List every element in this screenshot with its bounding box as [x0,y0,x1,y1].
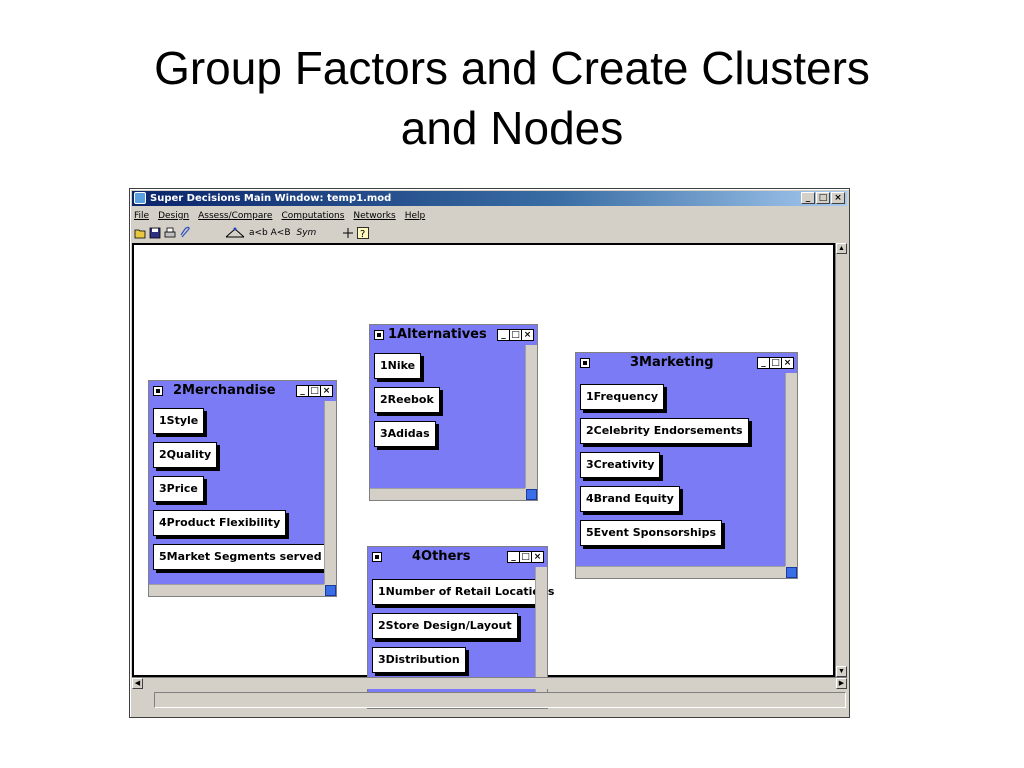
save-disk-icon[interactable] [149,227,161,239]
node-market-segments[interactable]: 5Market Segments served [153,544,328,570]
cluster-titlebar[interactable]: 1Alternatives _ □ × [370,325,537,345]
window-titlebar[interactable]: Super Decisions Main Window: temp1.mod _… [132,191,847,206]
cluster-vertical-scrollbar[interactable] [525,345,537,488]
scroll-left-arrow-icon[interactable]: ◀ [132,678,143,689]
cluster-name: 1Alternatives [388,327,487,342]
cluster-vertical-scrollbar[interactable] [324,401,336,584]
cluster-name: 2Merchandise [173,383,276,398]
cluster-horizontal-scrollbar[interactable] [149,584,324,596]
cluster-body: 1Frequency 2Celebrity Endorsements 3Crea… [576,373,785,566]
cluster-minimize-button[interactable]: _ [497,329,510,341]
cluster-resize-handle[interactable] [786,567,797,578]
node-creativity[interactable]: 3Creativity [580,452,661,478]
minimize-button[interactable]: _ [801,192,815,204]
paperclip-icon[interactable] [179,226,191,239]
svg-text:?: ? [360,229,365,240]
open-folder-icon[interactable] [134,227,146,239]
slide-title: Group Factors and Create Clusters and No… [0,38,1024,158]
cluster-maximize-button[interactable]: □ [509,329,522,341]
cluster-maximize-button[interactable]: □ [519,551,532,563]
canvas-vertical-scrollbar[interactable]: ▲ ▼ [835,243,847,677]
menu-bar: File Design Assess/Compare Computations … [134,209,425,223]
cluster-resize-handle[interactable] [325,585,336,596]
cluster-name: 3Marketing [630,355,714,370]
cluster-menu-icon[interactable] [372,552,382,562]
menu-design[interactable]: Design [158,211,190,221]
network-canvas[interactable]: 2Merchandise _ □ × 1Style 2Quality 3Pric… [132,243,835,709]
window-controls: _ □ × [801,192,845,204]
node-frequency[interactable]: 1Frequency [580,384,665,410]
maximize-button[interactable]: □ [816,192,830,204]
cluster-controls: _ □ × [497,329,534,341]
arrow-tool-icon[interactable] [342,227,354,239]
menu-assess-compare[interactable]: Assess/Compare [198,211,273,221]
cluster-titlebar[interactable]: 4Others _ □ × [368,547,547,567]
node-distribution[interactable]: 3Distribution [372,647,466,673]
node-number-of-retail-locations[interactable]: 1Number of Retail Locations [372,579,554,605]
canvas-horizontal-scrollbar[interactable]: ◀ ▶ [132,677,847,689]
network-link-icon[interactable] [224,227,246,239]
main-window: Super Decisions Main Window: temp1.mod _… [129,188,850,718]
scroll-up-arrow-icon[interactable]: ▲ [836,243,847,254]
cluster-body: 1Number of Retail Locations 2Store Desig… [368,567,554,696]
node-adidas[interactable]: 3Adidas [374,421,436,447]
cluster-body: 1Nike 2Reebok 3Adidas [370,345,525,488]
cluster-close-button[interactable]: × [521,329,534,341]
node-product-flexibility[interactable]: 4Product Flexibility [153,510,287,536]
node-style[interactable]: 1Style [153,408,205,434]
cluster-name: 4Others [412,549,471,564]
cluster-resize-handle[interactable] [526,489,537,500]
cluster-horizontal-scrollbar[interactable] [370,488,525,500]
cluster-marketing[interactable]: 3Marketing _ □ × 1Frequency 2Celebrity E… [575,352,798,579]
cluster-menu-icon[interactable] [374,330,384,340]
cluster-menu-icon[interactable] [153,386,163,396]
cluster-menu-icon[interactable] [580,358,590,368]
symmetry-text[interactable]: Sym [296,228,317,238]
node-celebrity-endorsements[interactable]: 2Celebrity Endorsements [580,418,749,444]
cluster-titlebar[interactable]: 2Merchandise _ □ × [149,381,336,401]
menu-help[interactable]: Help [404,211,426,221]
print-icon[interactable] [164,227,176,239]
scroll-right-arrow-icon[interactable]: ▶ [836,678,847,689]
cluster-close-button[interactable]: × [531,551,544,563]
node-quality[interactable]: 2Quality [153,442,218,468]
cluster-horizontal-scrollbar[interactable] [576,566,785,578]
window-title: Super Decisions Main Window: temp1.mod [150,193,392,204]
menu-file[interactable]: File [134,211,150,221]
node-store-design-layout[interactable]: 2Store Design/Layout [372,613,518,639]
cluster-vertical-scrollbar[interactable] [535,567,547,696]
cluster-close-button[interactable]: × [781,357,794,369]
cluster-merchandise[interactable]: 2Merchandise _ □ × 1Style 2Quality 3Pric… [148,380,337,597]
slide-title-line-2: and Nodes [400,102,624,154]
cluster-close-button[interactable]: × [320,385,333,397]
cluster-alternatives[interactable]: 1Alternatives _ □ × 1Nike 2Reebok 3Adida… [369,324,538,501]
menu-computations[interactable]: Computations [281,211,345,221]
cluster-controls: _ □ × [507,551,544,563]
compare-mode-text[interactable]: a<b A<B [249,228,291,238]
node-brand-equity[interactable]: 4Brand Equity [580,486,680,512]
node-reebok[interactable]: 2Reebok [374,387,440,413]
status-bar [154,692,846,708]
cluster-body: 1Style 2Quality 3Price 4Product Flexibil… [149,401,328,584]
app-icon [134,192,146,204]
toolbar: a<b A<B Sym ? [134,225,372,241]
help-question-icon[interactable]: ? [357,227,370,240]
scroll-down-arrow-icon[interactable]: ▼ [836,666,847,677]
cluster-vertical-scrollbar[interactable] [785,373,797,566]
node-price[interactable]: 3Price [153,476,204,502]
cluster-controls: _ □ × [296,385,333,397]
node-event-sponsorships[interactable]: 5Event Sponsorships [580,520,723,546]
cluster-controls: _ □ × [757,357,794,369]
close-button[interactable]: × [831,192,845,204]
menu-networks[interactable]: Networks [353,211,396,221]
cluster-titlebar[interactable]: 3Marketing _ □ × [576,353,797,373]
slide-title-line-1: Group Factors and Create Clusters [154,42,870,94]
node-nike[interactable]: 1Nike [374,353,422,379]
